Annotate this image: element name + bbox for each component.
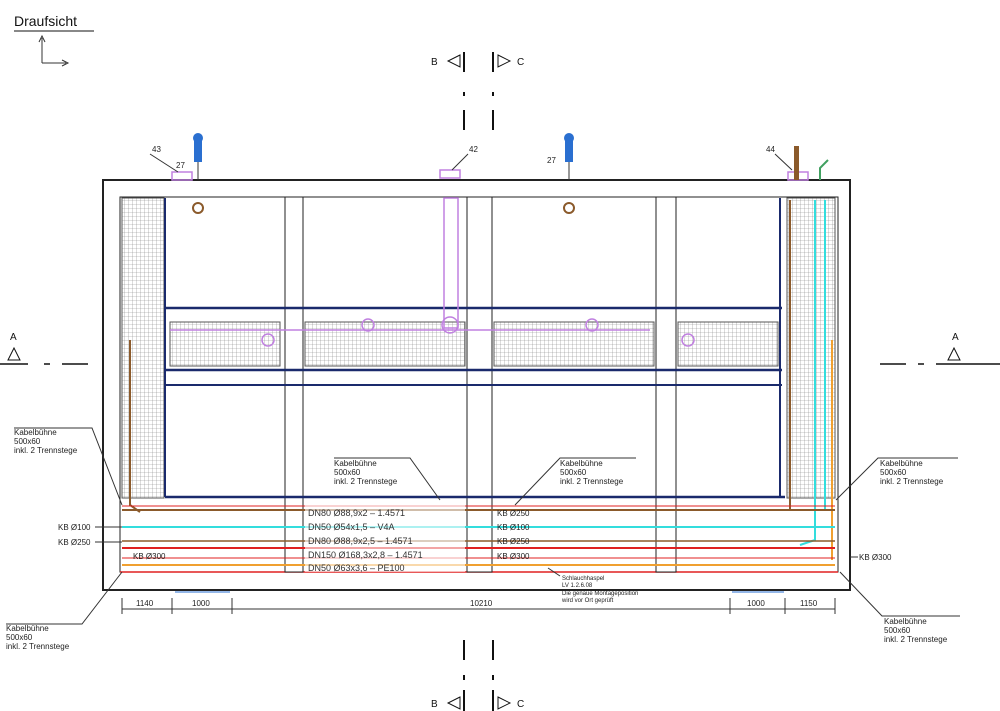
svg-text:1000: 1000 [747,599,765,608]
svg-text:44: 44 [766,145,775,154]
svg-text:LV 1.2.6.08: LV 1.2.6.08 [562,583,593,589]
svg-text:inkl. 2 Trennstege: inkl. 2 Trennstege [884,635,948,644]
svg-text:KB Ø250: KB Ø250 [497,537,530,546]
svg-text:1000: 1000 [192,599,210,608]
svg-text:Kabelbühne: Kabelbühne [884,617,927,626]
pipe-label: DN50 Ø54x1,5 – V4A [308,522,395,532]
svg-text:500x60: 500x60 [6,633,33,642]
pipe-labels: DN80 Ø88,9x2 – 1.4571 DN50 Ø54x1,5 – V4A… [305,504,465,573]
svg-text:inkl. 2 Trennstege: inkl. 2 Trennstege [560,477,624,486]
svg-text:KB Ø300: KB Ø300 [497,552,530,561]
cable-tray-callout: Kabelbühne 500x60 inkl. 2 Trennstege [839,571,960,644]
svg-text:10210: 10210 [470,599,493,608]
dimension-line [121,591,836,614]
svg-text:inkl. 2 Trennstege: inkl. 2 Trennstege [6,642,70,651]
cable-tray-callout: Kabelbühne 500x60 inkl. 2 Trennstege [514,457,636,506]
svg-text:KB Ø100: KB Ø100 [497,523,530,532]
svg-text:KB Ø250: KB Ø250 [497,509,530,518]
svg-text:inkl. 2 Trennstege: inkl. 2 Trennstege [880,477,944,486]
svg-text:43: 43 [152,145,161,154]
pipe-label: DN80 Ø88,9x2 – 1.4571 [308,508,405,518]
pipe-label: DN50 Ø63x3,6 – PE100 [308,563,405,573]
svg-text:KB Ø300: KB Ø300 [133,552,166,561]
pipe-label: DN80 Ø88,9x2,5 – 1.4571 [308,536,413,546]
svg-text:Kabelbühne: Kabelbühne [334,459,377,468]
svg-text:42: 42 [469,145,478,154]
svg-text:27: 27 [547,156,556,165]
right-grating [786,197,836,499]
svg-text:C: C [517,57,524,68]
svg-text:Kabelbühne: Kabelbühne [14,428,57,437]
svg-text:A: A [10,332,17,343]
svg-text:B: B [431,699,438,710]
svg-text:500x60: 500x60 [884,626,911,635]
svg-text:500x60: 500x60 [880,468,907,477]
svg-text:C: C [517,699,524,710]
section-marker-bottom: B C [431,640,524,711]
svg-text:Die genaue Montageposition: Die genaue Montageposition [562,591,638,597]
svg-text:wird vor Ort geprüft: wird vor Ort geprüft [561,598,614,604]
svg-text:Kabelbühne: Kabelbühne [880,459,923,468]
right-kb-label: KB Ø300 [850,553,892,562]
valve-icon [563,133,575,214]
cable-tray-callout: Kabelbühne 500x60 inkl. 2 Trennstege [6,571,123,651]
svg-text:KB Ø300: KB Ø300 [859,553,892,562]
pipe-label: DN150 Ø168,3x2,8 – 1.4571 [308,550,423,560]
svg-text:Kabelbühne: Kabelbühne [6,624,49,633]
pipe-lines [122,505,835,566]
position-labels: 43 27 42 27 44 [149,145,793,173]
svg-text:A: A [952,332,959,343]
cable-tray-callout: Kabelbühne 500x60 inkl. 2 Trennstege [334,457,441,501]
process-piping [170,169,809,347]
left-kb-labels: KB Ø100 KB Ø250 KB Ø300 [58,523,166,561]
svg-text:inkl. 2 Trennstege: inkl. 2 Trennstege [334,477,398,486]
cable-tray-callout: Kabelbühne 500x60 inkl. 2 Trennstege [835,457,958,501]
svg-text:B: B [431,57,438,68]
svg-text:500x60: 500x60 [334,468,361,477]
svg-text:500x60: 500x60 [14,437,41,446]
section-marker-top: B C [431,52,524,130]
svg-text:1140: 1140 [136,599,154,608]
cable-tray-callout: Kabelbühne 500x60 inkl. 2 Trennstege [14,427,123,506]
svg-text:KB Ø100: KB Ø100 [58,523,91,532]
vent-pipe-icon [794,146,829,180]
svg-text:KB Ø250: KB Ø250 [58,538,91,547]
dimension-labels: 1140 1000 10210 1000 1150 [136,599,818,608]
section-marker-a: A A [0,332,1000,365]
svg-text:27: 27 [176,161,185,170]
valve-icon [192,133,204,214]
hose-reel-note: Schlauchhaspel LV 1.2.6.08 Die genaue Mo… [547,567,638,604]
svg-text:500x60: 500x60 [560,468,587,477]
svg-text:inkl. 2 Trennstege: inkl. 2 Trennstege [14,446,78,455]
center-kb-labels: KB Ø250 KB Ø100 KB Ø250 KB Ø300 [497,509,530,561]
svg-text:Schlauchhaspel: Schlauchhaspel [562,576,604,582]
left-grating [121,197,165,499]
axis-icon [38,34,70,67]
drawing-title: Draufsicht [14,13,77,29]
svg-text:1150: 1150 [800,599,818,608]
svg-text:Kabelbühne: Kabelbühne [560,459,603,468]
